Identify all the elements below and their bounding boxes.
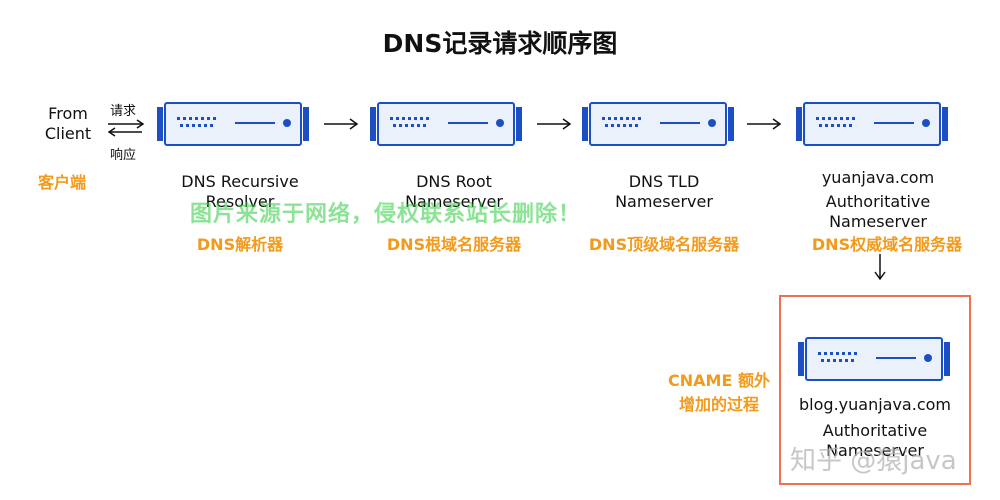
- tld-nameserver-label: DNS TLD Nameserver: [574, 172, 754, 212]
- tld-nameserver-line2: Nameserver: [615, 192, 713, 211]
- cname-authoritative-server-icon: [798, 337, 950, 381]
- recursive-resolver-line2: Resolver: [205, 192, 275, 211]
- authoritative-nameserver-line1: yuanjava.com: [821, 168, 935, 187]
- cname-nameserver-label: blog.yuanjava.com Authoritative Nameserv…: [781, 395, 969, 461]
- recursive-resolver-cn: DNS解析器: [196, 235, 284, 254]
- diagram-title: DNS记录请求顺序图: [382, 29, 618, 58]
- arrow-to-root: [324, 118, 359, 130]
- authoritative-nameserver-line2: Authoritative: [825, 192, 931, 211]
- cname-note-line1: CNAME 额外: [668, 371, 770, 390]
- watermark-text: 图片来源于网络，侵权联系站长删除！: [190, 202, 582, 227]
- client-label-line1: From: [48, 104, 88, 123]
- tld-nameserver-line1: DNS TLD: [628, 172, 700, 191]
- tld-nameserver-cn: DNS顶级域名服务器: [588, 235, 740, 254]
- response-label: 响应: [110, 148, 137, 163]
- cname-box: [779, 295, 971, 485]
- cname-note: CNAME 额外 增加的过程: [664, 369, 774, 417]
- request-response-arrows: [107, 119, 145, 137]
- client-label: From Client: [28, 104, 108, 144]
- authoritative-nameserver-line3: Nameserver: [829, 212, 927, 231]
- cname-note-line2: 增加的过程: [678, 395, 759, 414]
- credit-watermark: 知乎 @猿java: [790, 446, 957, 476]
- root-nameserver-line1: DNS Root: [416, 172, 492, 191]
- arrow-to-authoritative: [747, 118, 782, 130]
- root-nameserver-label: DNS Root Nameserver: [364, 172, 544, 212]
- recursive-resolver-server-icon: [157, 102, 309, 146]
- authoritative-nameserver-server-icon: [796, 102, 948, 146]
- arrow-down-to-cname: [874, 254, 886, 281]
- cname-nameserver-line2: Authoritative: [822, 421, 928, 440]
- client-label-line2: Client: [44, 124, 92, 143]
- recursive-resolver-label: DNS Recursive Resolver: [150, 172, 330, 212]
- root-nameserver-server-icon: [370, 102, 522, 146]
- client-cn-label: 客户端: [38, 173, 87, 192]
- cname-nameserver-line1: blog.yuanjava.com: [799, 395, 951, 414]
- request-label: 请求: [110, 104, 137, 119]
- root-nameserver-line2: Nameserver: [405, 192, 503, 211]
- authoritative-nameserver-cn: DNS权威域名服务器: [811, 235, 963, 254]
- arrow-to-tld: [537, 118, 572, 130]
- tld-nameserver-server-icon: [582, 102, 734, 146]
- cname-nameserver-line3: Nameserver: [826, 441, 924, 460]
- root-nameserver-cn: DNS根域名服务器: [386, 235, 522, 254]
- authoritative-nameserver-label: yuanjava.com Authoritative Nameserver: [784, 168, 972, 232]
- recursive-resolver-line1: DNS Recursive: [181, 172, 299, 191]
